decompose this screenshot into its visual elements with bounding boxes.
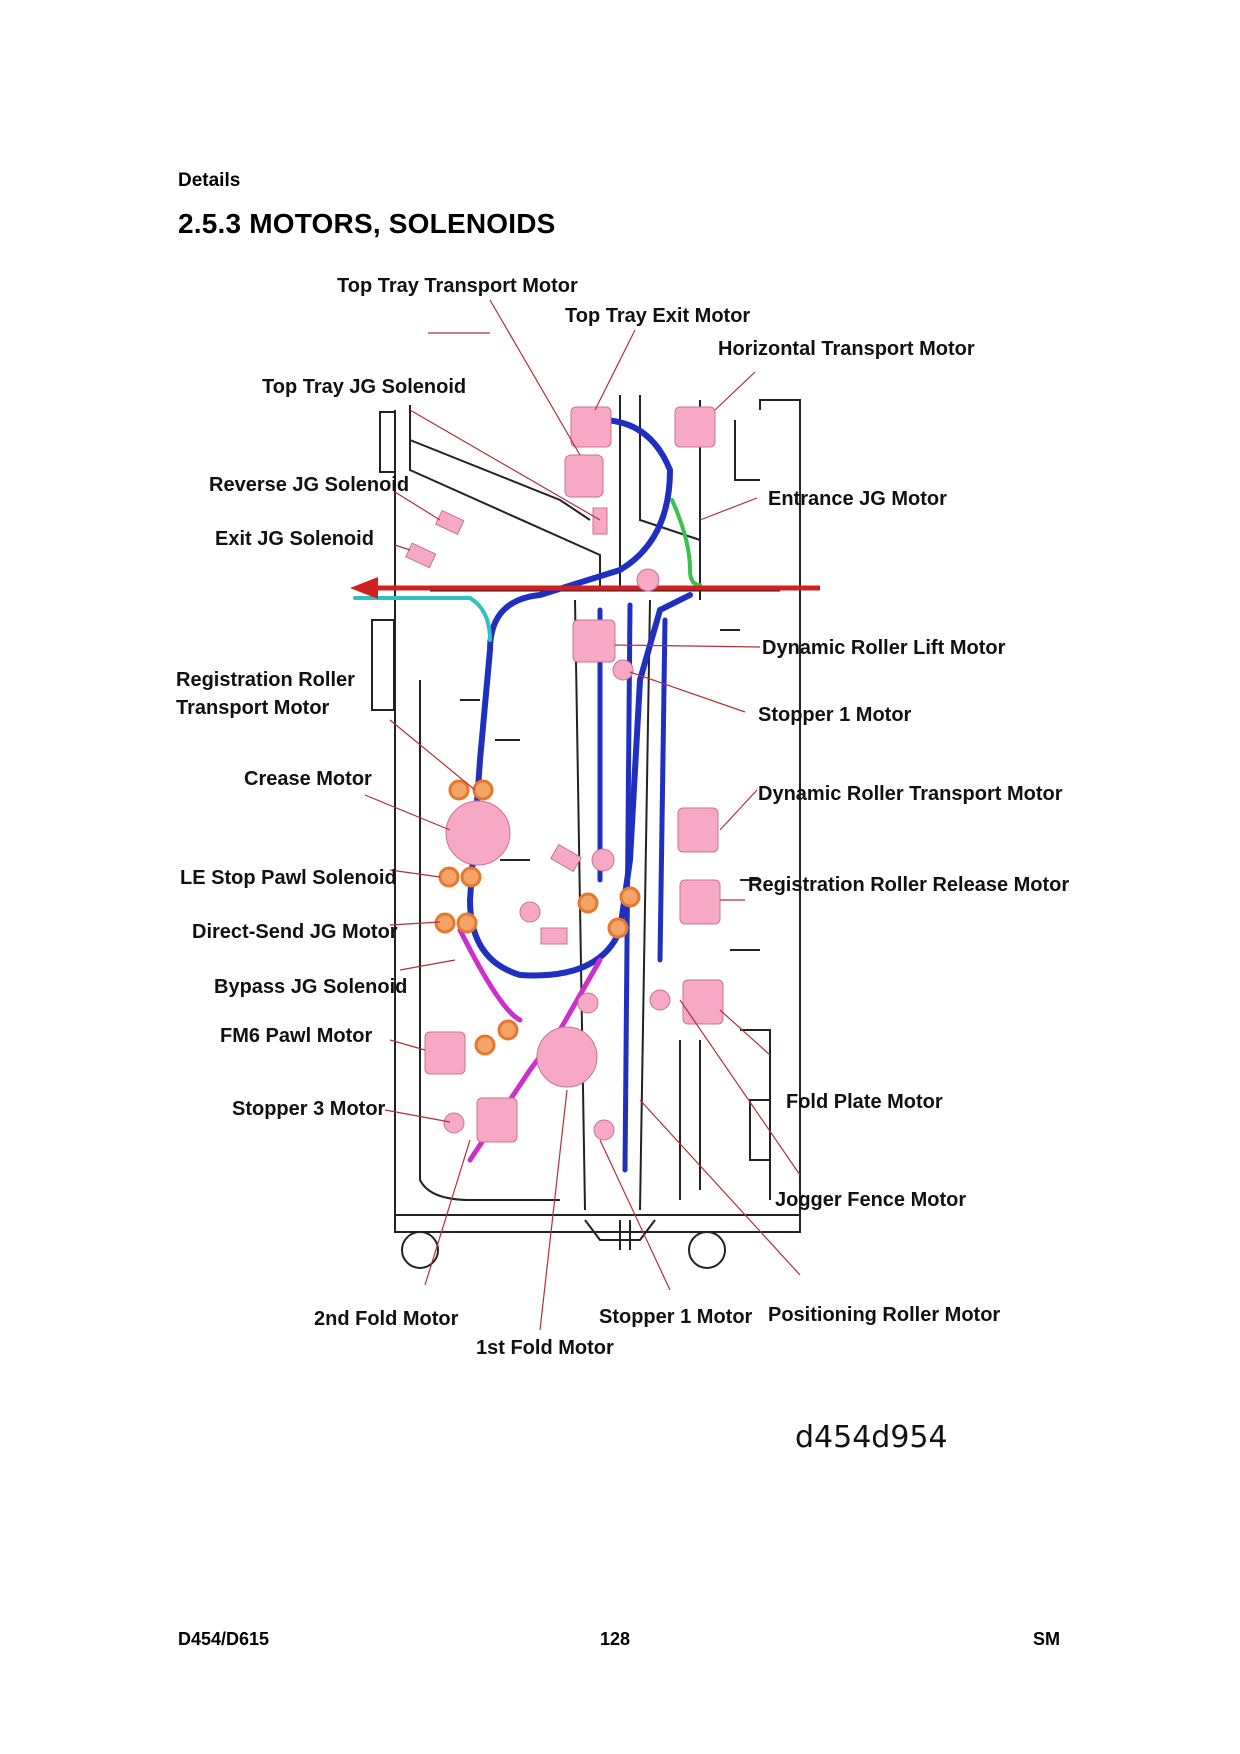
lower-small-block — [593, 1119, 615, 1141]
page-title: 2.5.3 MOTORS, SOLENOIDS — [178, 208, 556, 239]
label-first-fold-motor: 1st Fold Motor — [476, 1337, 614, 1359]
label-exit-jg-solenoid: Exit JG Solenoid — [215, 528, 374, 550]
label-registration-roller-release-motor: Registration Roller Release Motor — [748, 874, 1069, 896]
leader-lines — [364, 299, 801, 1331]
label-direct-send-jg-motor: Direct-Send JG Motor — [192, 921, 398, 943]
footer-page-number: 128 — [600, 1629, 631, 1649]
entrance-jg-motor-block — [636, 568, 660, 592]
output-arrow — [350, 577, 820, 599]
horizontal-transport-motor-block — [674, 406, 716, 448]
dynamic-roller-transport-motor-block — [677, 807, 719, 853]
dynamic-roller-lift-motor-block — [572, 619, 616, 663]
footer-model: D454/D615 — [178, 1629, 270, 1649]
direct-send-jg-motor-block — [519, 901, 541, 923]
paper-paths — [353, 417, 702, 1173]
label-jogger-fence-motor: Jogger Fence Motor — [775, 1189, 966, 1211]
crease-motor-block — [445, 800, 511, 866]
label-dynamic-roller-transport-motor: Dynamic Roller Transport Motor — [758, 783, 1063, 805]
label-fm6-pawl-motor: FM6 Pawl Motor — [220, 1025, 372, 1047]
paper-path-green — [670, 498, 702, 587]
le-stop-pawl-solenoid-block — [550, 843, 582, 873]
section-label: Details — [178, 170, 241, 191]
label-registration-roller-line1: Registration Roller — [176, 669, 355, 691]
fold-plate-motor-block — [682, 979, 724, 1025]
label-stopper-3-motor: Stopper 3 Motor — [232, 1098, 386, 1120]
label-second-fold-motor: 2nd Fold Motor — [314, 1308, 459, 1330]
label-fold-plate-motor: Fold Plate Motor — [786, 1091, 943, 1113]
label-reverse-jg-solenoid: Reverse JG Solenoid — [209, 474, 409, 496]
label-stopper-1-motor-bottom: Stopper 1 Motor — [599, 1306, 753, 1328]
footer-manual-type: SM — [1033, 1629, 1060, 1649]
label-dynamic-roller-lift-motor: Dynamic Roller Lift Motor — [762, 637, 1006, 659]
top-tray-jg-solenoid-block — [592, 507, 608, 535]
bypass-block — [540, 927, 568, 945]
top-tray-exit-motor-block — [570, 406, 612, 448]
registration-roller-release-motor-block — [679, 879, 721, 925]
components — [405, 406, 724, 1143]
second-fold-motor-block — [476, 1097, 518, 1143]
label-positioning-roller-motor: Positioning Roller Motor — [768, 1304, 1000, 1326]
stopper-3-motor-block — [443, 1112, 465, 1134]
label-horizontal-transport-motor: Horizontal Transport Motor — [718, 338, 975, 360]
label-entrance-jg-motor: Entrance JG Motor — [768, 488, 947, 510]
diagram-labels: Top Tray Transport Motor Top Tray Exit M… — [176, 275, 1069, 1455]
label-registration-roller-line2: Transport Motor — [176, 697, 330, 719]
paper-path-main — [466, 417, 693, 979]
reverse-jg-solenoid-block — [435, 509, 465, 535]
exit-jg-solenoid-block — [405, 542, 437, 569]
bypass-small-block — [577, 992, 599, 1014]
label-top-tray-transport-motor: Top Tray Transport Motor — [337, 275, 578, 297]
label-bypass-jg-solenoid: Bypass JG Solenoid — [214, 976, 407, 998]
reg-roller-small-block — [591, 848, 615, 872]
caster-wheels — [401, 1231, 726, 1269]
label-stopper-1-motor-right: Stopper 1 Motor — [758, 704, 912, 726]
right-small-block — [649, 989, 671, 1011]
rollers — [434, 779, 641, 1056]
stopper-1-motor-block — [612, 659, 634, 681]
fm6-pawl-motor-block — [424, 1031, 466, 1075]
label-crease-motor: Crease Motor — [244, 768, 372, 790]
paper-path-cyan — [353, 596, 492, 642]
diagram-code: d454d954 — [795, 1420, 948, 1455]
label-top-tray-exit-motor: Top Tray Exit Motor — [565, 305, 750, 327]
label-top-tray-jg-solenoid: Top Tray JG Solenoid — [262, 376, 466, 398]
label-le-stop-pawl-solenoid: LE Stop Pawl Solenoid — [180, 867, 397, 889]
first-fold-motor-block — [536, 1026, 598, 1088]
top-tray-transport-motor-block — [564, 454, 604, 498]
